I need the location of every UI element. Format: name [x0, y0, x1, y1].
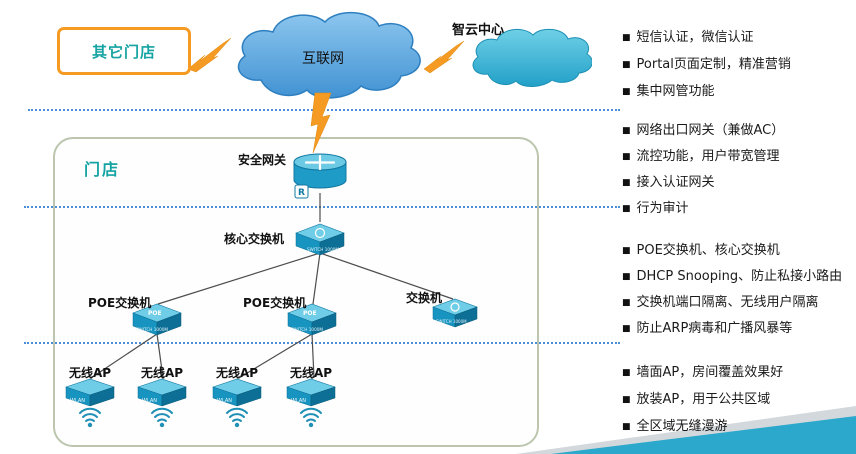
- lightning-right: [423, 40, 465, 74]
- poe-switch-2-icon: POE SWITCH 1000M: [287, 303, 337, 336]
- access-switch-label: 交换机: [406, 291, 443, 305]
- note-text: 交换机端口隔离、无线用户隔离: [636, 295, 819, 310]
- wifi-signal-1-icon: [79, 407, 101, 428]
- other-store-box: 其它门店: [57, 27, 191, 75]
- bullet-square: ■: [622, 178, 631, 188]
- ap-3-label: 无线AP: [215, 366, 259, 380]
- note-item: ■ POE交换机、核心交换机: [622, 239, 780, 258]
- dotted-separator-2: [24, 206, 620, 208]
- poe-badge-2: POE: [303, 310, 317, 317]
- note-item: ■ 集中网管功能: [622, 80, 715, 99]
- wifi-signal-3-icon: [226, 407, 248, 428]
- note-item: ■ 短信认证，微信认证: [622, 26, 754, 45]
- note-item: ■ 接入认证网关: [622, 171, 715, 190]
- note-item: ■ 放装AP，用于公共区域: [622, 388, 770, 407]
- note-text: Portal页面定制，精准营销: [636, 57, 791, 72]
- bullet-square: ■: [622, 246, 631, 256]
- cloud-center-label: 智云中心: [452, 23, 505, 38]
- core-switch-icon: SWITCH 1000M: [295, 223, 345, 256]
- bullet-square: ■: [622, 204, 631, 214]
- bullet-square: ■: [622, 298, 631, 308]
- access-switch-icon: SWITCH 1000M: [432, 298, 478, 328]
- bullet-square: ■: [622, 368, 631, 378]
- internet-cloud: [237, 11, 421, 99]
- poe-switch-2-caption: SWITCH 1000M: [291, 327, 323, 332]
- note-item: ■ DHCP Snooping、防止私接小路由: [622, 265, 842, 284]
- core-switch-label: 核心交换机: [224, 232, 285, 246]
- ap-1-caption: WLAN: [70, 398, 85, 404]
- note-text: 流控功能，用户带宽管理: [636, 149, 780, 164]
- note-item: ■ 行为审计: [622, 197, 689, 216]
- bullet-square: ■: [622, 33, 631, 43]
- ap-2-icon: WLAN: [137, 378, 187, 407]
- ap-3-caption: WLAN: [217, 398, 232, 404]
- ap-2-caption: WLAN: [142, 398, 157, 404]
- bullet-square: ■: [622, 395, 631, 405]
- note-text: 放装AP，用于公共区域: [636, 392, 771, 407]
- poe-switch-2-label: POE交换机: [243, 296, 307, 310]
- note-item: ■ Portal页面定制，精准营销: [622, 53, 791, 72]
- ap-2-label: 无线AP: [140, 366, 184, 380]
- ap-1-icon: WLAN: [65, 378, 115, 407]
- access-switch-caption: SWITCH 1000M: [436, 319, 467, 324]
- cloud-center-icon: [472, 28, 592, 87]
- gateway-label: 安全网关: [238, 153, 287, 167]
- note-text: 短信认证，微信认证: [636, 30, 754, 45]
- other-store-label: 其它门店: [91, 42, 156, 61]
- router-badge: R: [298, 188, 305, 198]
- router-icon: R: [293, 153, 347, 199]
- note-item: ■ 交换机端口隔离、无线用户隔离: [622, 291, 819, 310]
- lightning-down: [310, 92, 332, 154]
- note-text: 网络出口网关（兼做AC）: [636, 123, 785, 138]
- poe-switch-1-caption: SWITCH 1000M: [136, 327, 168, 332]
- note-text: 接入认证网关: [636, 175, 715, 190]
- store-label: 门店: [84, 160, 121, 179]
- lightning-bolts: [187, 37, 465, 154]
- note-text: 全区域无缝漫游: [636, 419, 728, 434]
- core-switch-caption: SWITCH 1000M: [307, 247, 339, 252]
- ap-1-label: 无线AP: [68, 366, 112, 380]
- wifi-signal-2-icon: [151, 407, 173, 428]
- ap-4-caption: WLAN: [291, 398, 306, 404]
- poe-switch-1-icon: POE SWITCH 1000M: [132, 303, 182, 336]
- bullet-square: ■: [622, 422, 631, 432]
- bullet-square: ■: [622, 324, 631, 334]
- note-item: ■ 全区域无缝漫游: [622, 415, 728, 434]
- poe-switch-1-label: POE交换机: [88, 296, 152, 310]
- note-text: 防止ARP病毒和广播风暴等: [636, 321, 793, 336]
- note-item: ■ 墙面AP，房间覆盖效果好: [622, 361, 783, 380]
- note-text: DHCP Snooping、防止私接小路由: [636, 269, 843, 284]
- poe-badge-1: POE: [148, 310, 162, 317]
- ap-3-icon: WLAN: [212, 378, 262, 407]
- ap-4-label: 无线AP: [289, 366, 333, 380]
- bullet-square: ■: [622, 272, 631, 282]
- bullet-square: ■: [622, 87, 631, 97]
- bullet-square: ■: [622, 60, 631, 70]
- wifi-signal-4-icon: [300, 407, 322, 428]
- note-text: POE交换机、核心交换机: [636, 243, 780, 258]
- ap-4-icon: WLAN: [286, 378, 336, 407]
- internet-label: 互联网: [302, 51, 344, 67]
- bullet-square: ■: [622, 126, 631, 136]
- note-item: ■ 流控功能，用户带宽管理: [622, 145, 780, 164]
- note-item: ■ 防止ARP病毒和广播风暴等: [622, 317, 792, 336]
- note-text: 墙面AP，房间覆盖效果好: [636, 365, 784, 380]
- bullet-square: ■: [622, 152, 631, 162]
- note-text: 集中网管功能: [636, 84, 715, 99]
- note-text: 行为审计: [636, 201, 689, 216]
- dotted-separator-3: [24, 342, 620, 344]
- lightning-left: [187, 37, 232, 73]
- note-item: ■ 网络出口网关（兼做AC）: [622, 119, 784, 138]
